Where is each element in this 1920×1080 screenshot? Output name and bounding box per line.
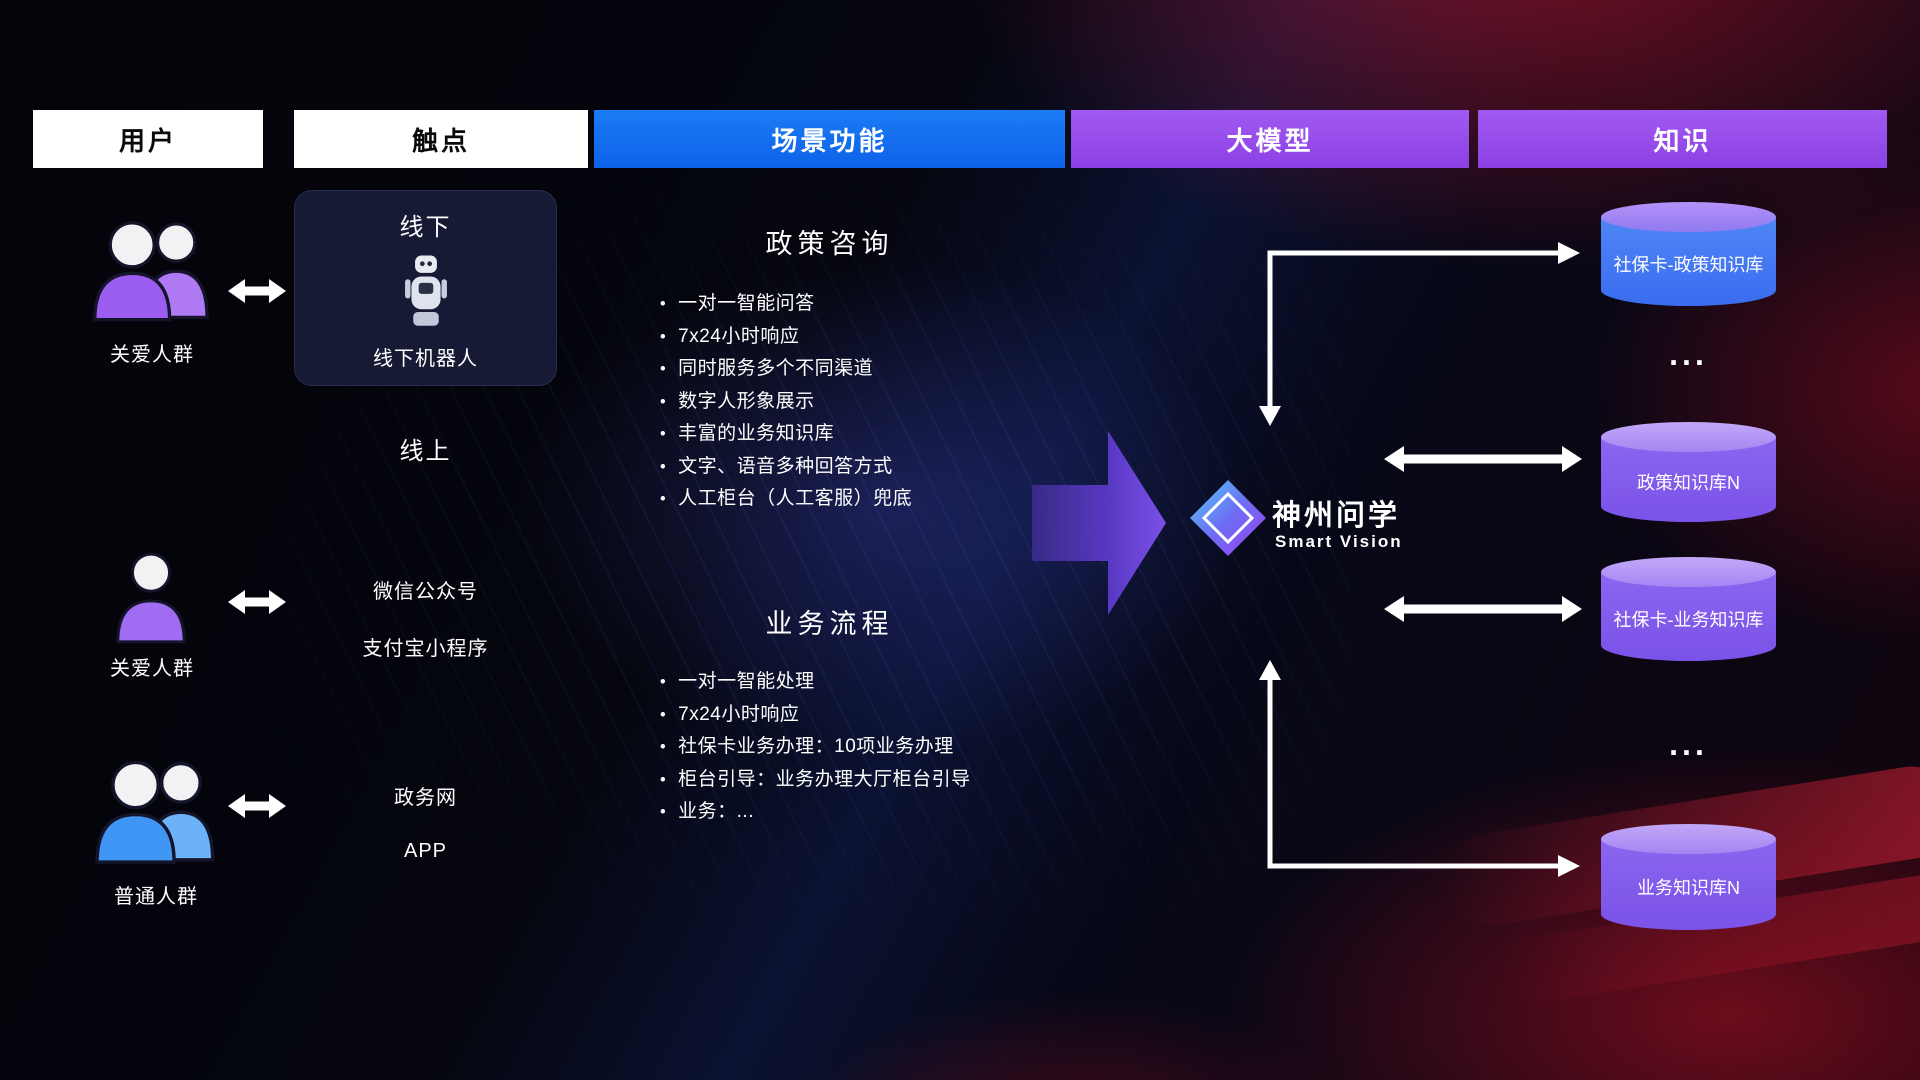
business-item: 业务：... [660, 796, 1120, 829]
model-name: 神州问学 [1272, 500, 1401, 532]
user-group-label: 关爱人群 [110, 344, 194, 366]
cylinder-body [1601, 839, 1776, 930]
business-item: 一对一智能处理 [660, 666, 1120, 699]
offline-robot-label: 线下机器人 [373, 348, 478, 370]
column-header-knowledge: 知识 [1478, 110, 1887, 168]
knowledge-db-social-policy: 社保卡-政策知识库 [1601, 202, 1776, 306]
column-header-users: 用户 [33, 110, 263, 168]
column-header-model: 大模型 [1071, 110, 1469, 168]
one-person-icon [116, 552, 186, 644]
business-item: 柜台引导：业务办理大厅柜台引导 [660, 764, 1120, 797]
knowledge-db-business-n: 业务知识库N [1601, 824, 1776, 930]
elbow-arrow-model-db4 [1267, 676, 1562, 869]
channel-app: APP [403, 840, 448, 862]
channel-gov-web: 政务网 [394, 787, 457, 809]
double-arrow-user2-touchpoint [228, 590, 286, 614]
policy-item: 丰富的业务知识库 [660, 418, 1120, 451]
policy-item: 一对一智能问答 [660, 288, 1120, 321]
double-arrow-user3-touchpoint [228, 794, 286, 818]
policy-item: 人工柜台（人工客服）兜底 [660, 483, 1120, 516]
knowledge-db-label: 政策知识库N [1637, 473, 1740, 494]
knowledge-db-policy-n: 政策知识库N [1601, 422, 1776, 522]
knowledge-db-label: 社保卡-政策知识库 [1613, 255, 1764, 276]
policy-item: 同时服务多个不同渠道 [660, 353, 1120, 386]
two-people-icon [95, 760, 215, 864]
cylinder-top [1601, 202, 1776, 232]
policy-item: 文字、语音多种回答方式 [660, 451, 1120, 484]
user-group-label: 关爱人群 [110, 658, 194, 680]
column-header-scenes: 场景功能 [594, 110, 1065, 168]
online-title: 线上 [399, 438, 452, 465]
model-subtitle: Smart Vision [1275, 532, 1403, 551]
double-arrow-model-db2 [1384, 446, 1582, 472]
ellipsis-more-dbs: ... [1669, 726, 1708, 762]
ellipsis-more-dbs: ... [1669, 336, 1708, 372]
user-group-label: 普通人群 [114, 886, 198, 908]
two-people-icon [93, 221, 209, 322]
cylinder-top [1601, 422, 1776, 452]
scene-business-title: 业务流程 [765, 609, 894, 639]
policy-item: 7x24小时响应 [660, 321, 1120, 354]
arrowhead-right-icon [1558, 242, 1580, 264]
knowledge-db-social-business: 社保卡-业务知识库 [1601, 557, 1776, 661]
cylinder-top [1601, 824, 1776, 854]
knowledge-db-label: 社保卡-业务知识库 [1613, 610, 1764, 631]
knowledge-db-label: 业务知识库N [1637, 878, 1740, 899]
robot-icon [404, 255, 447, 326]
scene-business-list: 一对一智能处理 7x24小时响应 社保卡业务办理：10项业务办理 柜台引导：业务… [660, 666, 1120, 829]
cylinder-top [1601, 557, 1776, 587]
channel-alipay: 支付宝小程序 [362, 638, 489, 660]
business-item: 7x24小时响应 [660, 699, 1120, 732]
channel-wechat: 微信公众号 [373, 581, 478, 603]
column-header-touchpoints: 触点 [294, 110, 588, 168]
scene-policy-title: 政策咨询 [765, 229, 894, 259]
business-item: 社保卡业务办理：10项业务办理 [660, 731, 1120, 764]
double-arrow-model-db3 [1384, 596, 1582, 622]
arrowhead-down-icon [1259, 406, 1281, 426]
policy-item: 数字人形象展示 [660, 386, 1120, 419]
double-arrow-user1-touchpoint [228, 279, 286, 303]
scene-policy-list: 一对一智能问答 7x24小时响应 同时服务多个不同渠道 数字人形象展示 丰富的业… [660, 288, 1120, 516]
arrowhead-right-icon [1558, 855, 1580, 877]
offline-touchpoint-card: 线下 线下机器人 [294, 190, 557, 386]
arrowhead-up-icon [1259, 660, 1281, 680]
smart-vision-logo-icon [1190, 480, 1266, 556]
elbow-arrow-model-db1 [1267, 250, 1562, 410]
offline-title: 线下 [399, 214, 452, 241]
